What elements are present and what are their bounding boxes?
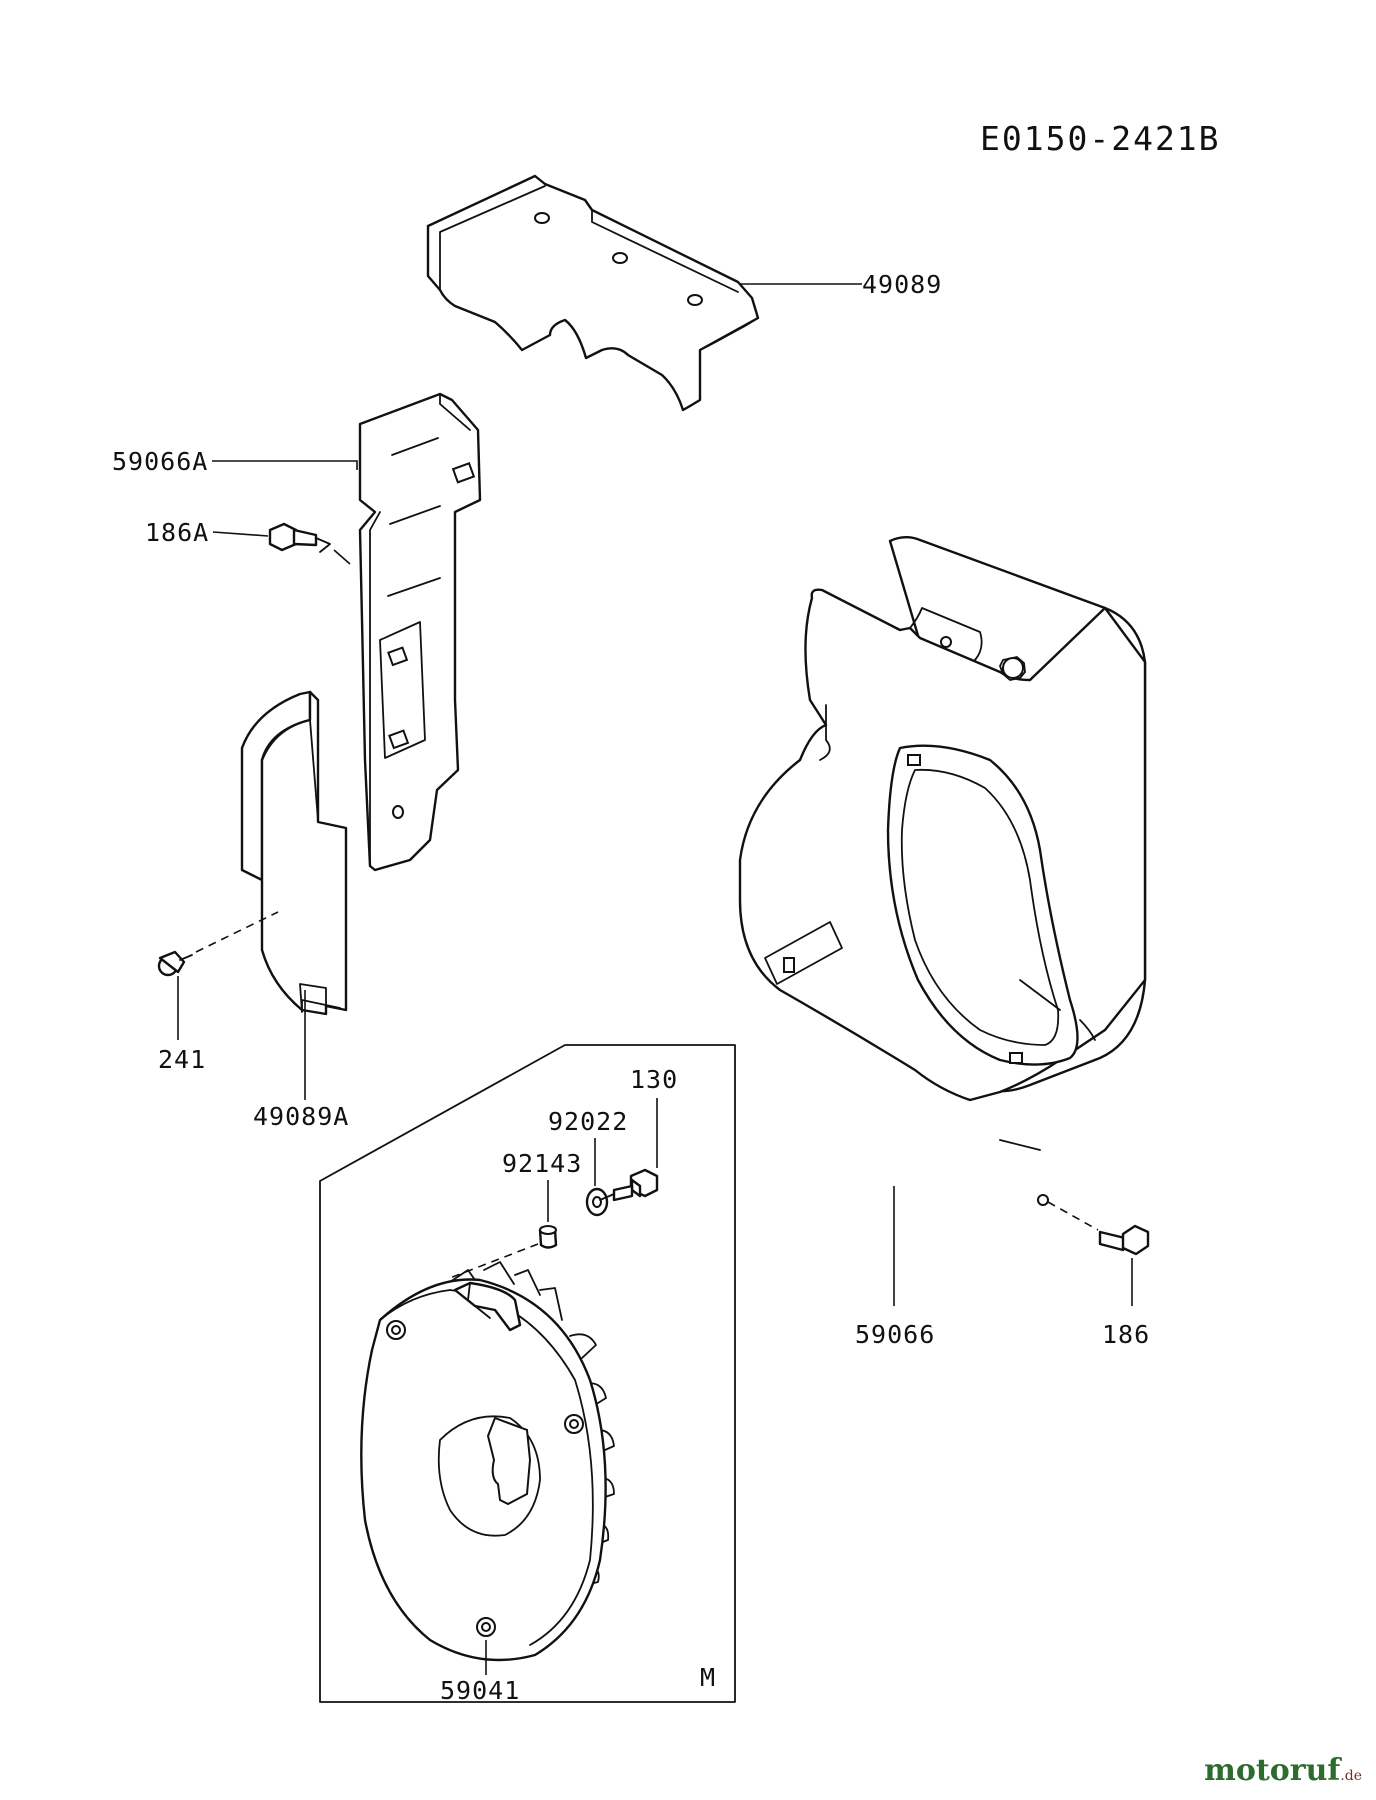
label-186: 186	[1102, 1320, 1150, 1349]
label-49089: 49089	[862, 270, 942, 299]
leader-lines	[212, 283, 862, 1100]
part-130-bolt	[599, 1098, 659, 1202]
label-m: M	[700, 1663, 716, 1692]
part-59066A-plate	[358, 392, 482, 872]
part-241-screw	[157, 911, 279, 1040]
leader-59066A	[212, 460, 358, 470]
inset-box-m	[319, 1044, 736, 1703]
label-92143: 92143	[502, 1149, 582, 1178]
label-59066: 59066	[855, 1320, 935, 1349]
leader-186A	[212, 531, 269, 537]
diagram-code: E0150-2421B	[980, 119, 1221, 158]
part-59041-flywheel	[360, 1261, 615, 1675]
label-49089A: 49089A	[253, 1102, 349, 1131]
label-59041: 59041	[440, 1676, 520, 1705]
part-92022-washer	[585, 1138, 609, 1217]
part-59066-fan-housing	[738, 536, 1147, 1306]
part-186A-bolt	[268, 522, 351, 565]
part-49089-bracket	[426, 174, 760, 412]
part-92143-pin	[449, 1180, 558, 1279]
part-186-bolt	[1098, 1224, 1150, 1306]
watermark-brand: motoruf	[1204, 1753, 1341, 1788]
watermark-logo: motoruf.de	[1204, 1753, 1362, 1788]
label-92022: 92022	[548, 1107, 628, 1136]
part-49089A-shield	[240, 690, 348, 1016]
label-59066A: 59066A	[112, 447, 208, 476]
callout-labels: 49089 59066A 186A 241 49089A 130 92022 9…	[112, 270, 1150, 1705]
label-241: 241	[158, 1045, 206, 1074]
label-186A: 186A	[145, 518, 209, 547]
watermark-tld: .de	[1340, 1768, 1362, 1784]
label-130: 130	[630, 1065, 678, 1094]
